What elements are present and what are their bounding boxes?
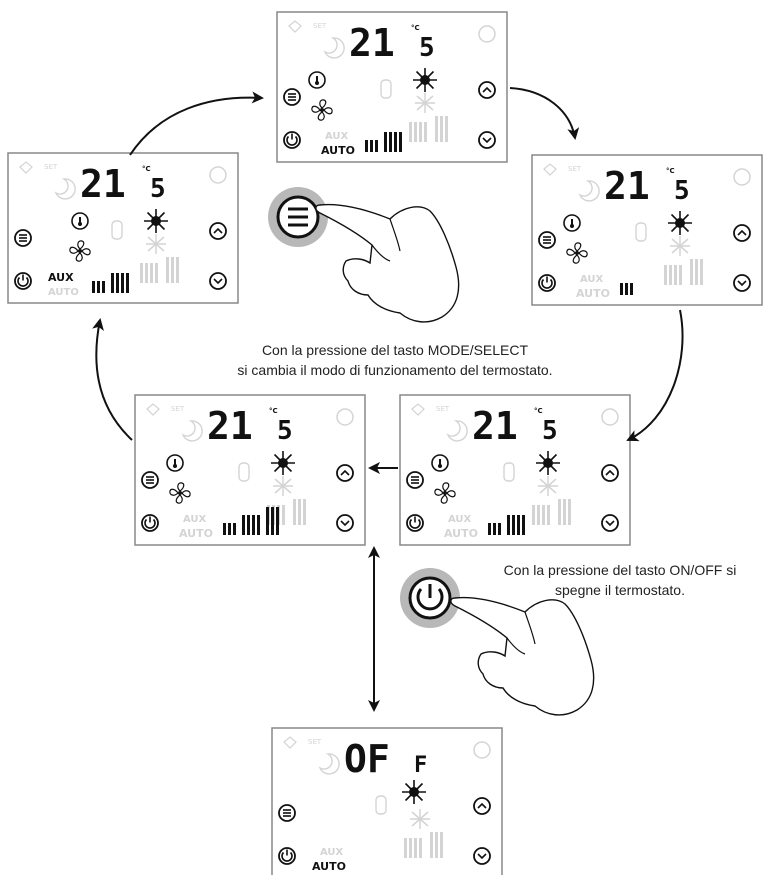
aux-label: AUX — [580, 274, 604, 285]
aux-label: AUX — [325, 131, 349, 142]
onoff-caption: Con la pressione del tasto ON/OFF si spe… — [480, 560, 760, 600]
celsius-label: °C — [269, 407, 278, 415]
celsius-label: °C — [411, 24, 420, 32]
panel-left-lower: 21 5 °C AUX AUTO — [134, 394, 366, 546]
celsius-label: °C — [666, 167, 675, 175]
fan-speed-bars — [92, 273, 129, 293]
arrow-left-lower-to-upper — [92, 318, 133, 441]
mode-select-caption: Con la pressione del tasto MODE/SELECT s… — [170, 340, 620, 380]
temperature-main: 21 — [80, 162, 126, 206]
temperature-decimal: 5 — [419, 33, 435, 63]
mode-caption-line-2: si cambia il modo di funzionamento del t… — [237, 362, 553, 378]
auto-label: AUTO — [312, 860, 346, 873]
arrow-right-to-lower — [626, 309, 684, 442]
aux-label: AUX — [448, 514, 472, 525]
panel-bottom-off: OF F AUX AUTO — [271, 727, 503, 875]
fan-speed-bars — [365, 132, 402, 152]
fan-speed-bars — [223, 507, 279, 535]
mode-caption-line-1: Con la pressione del tasto MODE/SELECT — [261, 342, 529, 358]
auto-label: AUTO — [179, 527, 213, 540]
aux-label: AUX — [183, 514, 207, 525]
off-suffix: F — [414, 753, 427, 778]
auto-label: AUTO — [444, 527, 478, 540]
auto-label: AUTO — [321, 144, 355, 157]
celsius-label: °C — [534, 407, 543, 415]
temperature-main: 21 — [349, 21, 395, 65]
off-main: OF — [344, 737, 390, 781]
fan-speed-bars — [620, 283, 633, 295]
panel-right-upper: 21 5 °C AUX AUTO — [531, 154, 763, 306]
temperature-main: 21 — [207, 404, 253, 448]
temperature-decimal: 5 — [542, 416, 558, 446]
mode-select-button[interactable] — [268, 187, 328, 247]
aux-label: AUX — [48, 271, 74, 284]
hand-icon — [450, 596, 595, 716]
arrow-top-to-right — [509, 87, 580, 140]
auto-label: AUTO — [576, 287, 610, 300]
onoff-caption-line-2: spegne il termostato. — [555, 582, 685, 598]
temperature-decimal: 5 — [277, 416, 293, 446]
celsius-label: °C — [142, 165, 151, 173]
temperature-main: 21 — [604, 164, 650, 208]
arrow-left-to-top — [129, 91, 264, 156]
fan-speed-bars — [488, 515, 525, 535]
panel-left-upper: 21 5 °C AUX AUTO — [7, 152, 239, 304]
hand-icon — [315, 203, 460, 323]
panel-top: 21 5 °C AUX AUTO — [276, 11, 508, 163]
aux-label: AUX — [320, 847, 344, 858]
temperature-decimal: 5 — [674, 176, 690, 206]
panel-right-lower: 21 5 °C AUX AUTO — [399, 394, 631, 546]
temperature-decimal: 5 — [150, 174, 166, 204]
power-button[interactable] — [400, 568, 460, 628]
auto-label: AUTO — [48, 287, 79, 298]
temperature-main: 21 — [472, 404, 518, 448]
onoff-caption-line-1: Con la pressione del tasto ON/OFF si — [503, 562, 737, 578]
